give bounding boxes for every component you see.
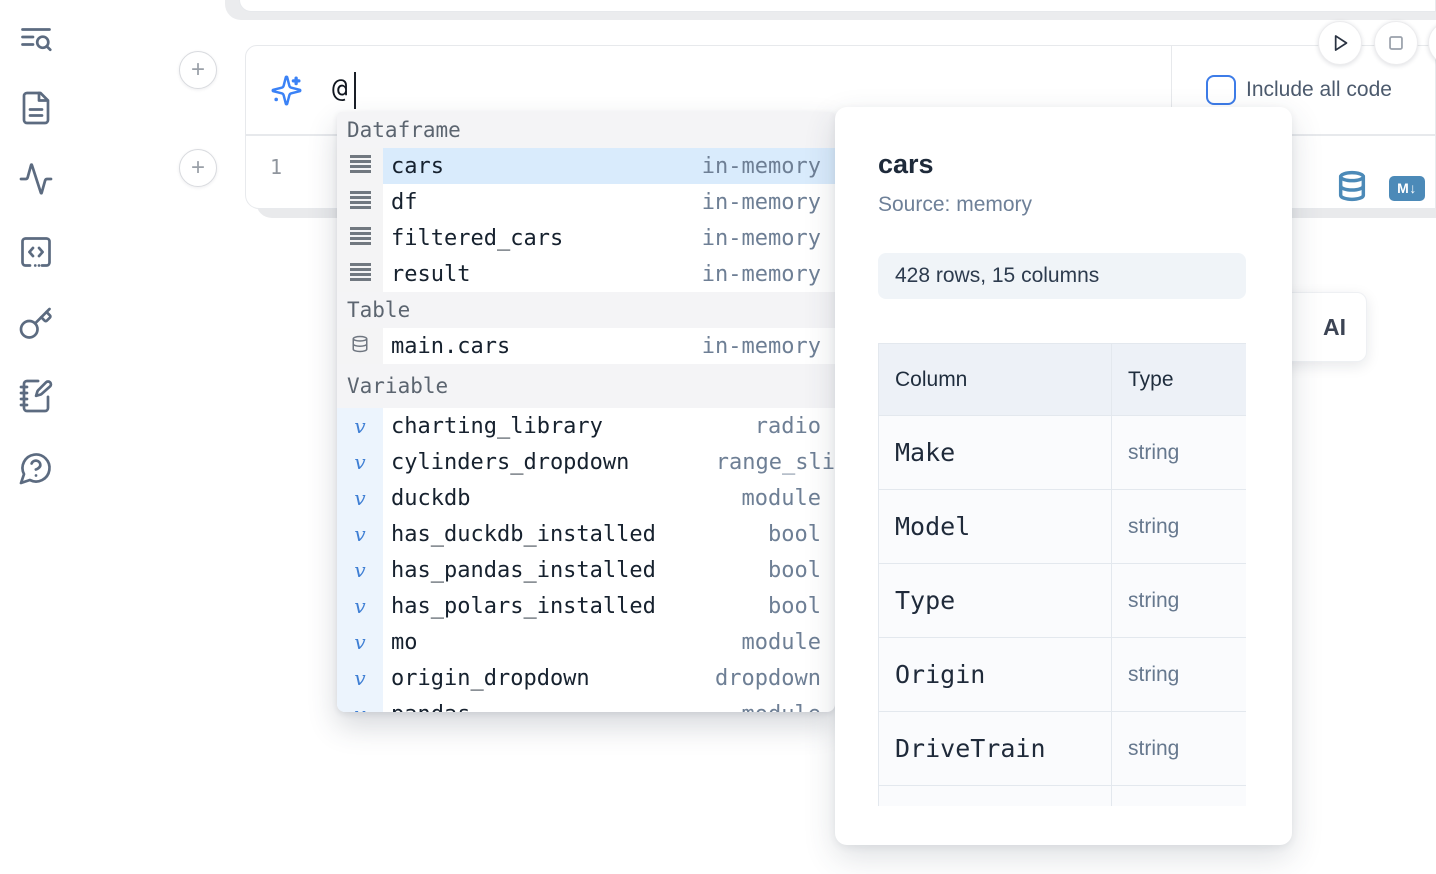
ai-prompt-input[interactable]: @ xyxy=(332,74,348,104)
dataframe-preview-panel: cars Source: memory 428 rows, 15 columns… xyxy=(835,107,1292,845)
sparkles-ai-icon xyxy=(270,74,303,107)
schema-row: Type string xyxy=(878,563,1246,638)
include-all-code-label: Include all code xyxy=(1246,78,1392,101)
preview-title: cars xyxy=(878,149,934,179)
add-cell-button-bottom[interactable]: + xyxy=(179,149,217,187)
code-block-icon[interactable] xyxy=(18,234,54,270)
section-header-table: Table xyxy=(337,292,835,328)
variable-icon: v xyxy=(354,630,366,654)
variable-icon: v xyxy=(354,702,365,712)
dataframe-icon xyxy=(349,263,371,285)
key-icon[interactable] xyxy=(18,306,54,342)
schema-header-row: Column Type xyxy=(878,343,1246,416)
section-header-variable: Variable xyxy=(337,364,835,408)
file-search-icon[interactable] xyxy=(18,22,54,58)
variable-icon: v xyxy=(354,450,366,474)
sidebar xyxy=(0,0,72,874)
activity-icon[interactable] xyxy=(18,161,54,197)
console-divider xyxy=(1171,46,1172,134)
database-icon xyxy=(351,334,369,358)
variable-icon: v xyxy=(354,414,366,438)
section-header-dataframe: Dataframe xyxy=(337,112,835,148)
schema-row: DriveTrain string xyxy=(878,711,1246,786)
variable-icon: v xyxy=(354,486,366,510)
completion-item-partial[interactable]: v pandasmodule xyxy=(337,696,835,712)
notebook-pen-icon[interactable] xyxy=(18,378,54,414)
include-all-code-checkbox[interactable] xyxy=(1206,75,1236,105)
preview-source: Source: memory xyxy=(878,193,1033,216)
schema-row-partial xyxy=(878,785,1246,806)
dataframe-icon xyxy=(349,191,371,213)
previous-cell-bottom-edge xyxy=(239,0,1436,12)
preview-shape-badge: 428 rows, 15 columns xyxy=(878,253,1246,299)
help-chat-icon[interactable] xyxy=(18,450,54,486)
markdown-toggle-icon[interactable]: M↓ xyxy=(1389,176,1425,201)
schema-header-type: Type xyxy=(1111,343,1246,416)
variable-icon: v xyxy=(354,594,366,618)
variable-icon: v xyxy=(354,666,366,690)
dataframe-icon xyxy=(349,227,371,249)
schema-header-column: Column xyxy=(878,343,1112,416)
file-text-icon[interactable] xyxy=(18,90,54,126)
dataframe-icon xyxy=(349,155,371,177)
variable-icon: v xyxy=(354,558,366,582)
stop-button[interactable] xyxy=(1374,21,1418,65)
schema-row: Origin string xyxy=(878,637,1246,712)
schema-table-wrap: Column Type Make string Model string Typ… xyxy=(878,343,1246,806)
line-number: 1 xyxy=(270,155,283,179)
schema-row: Model string xyxy=(878,489,1246,564)
database-toolbar-icon[interactable] xyxy=(1336,168,1368,209)
stop-square-icon xyxy=(1389,36,1403,50)
schema-row: Make string xyxy=(878,415,1246,490)
add-cell-button-top[interactable]: + xyxy=(179,51,217,89)
run-cell-button[interactable] xyxy=(1318,21,1362,65)
play-icon xyxy=(1334,35,1348,51)
variable-icon: v xyxy=(354,522,366,546)
text-cursor xyxy=(354,72,356,109)
schema-table: Column Type Make string Model string Typ… xyxy=(878,343,1246,806)
